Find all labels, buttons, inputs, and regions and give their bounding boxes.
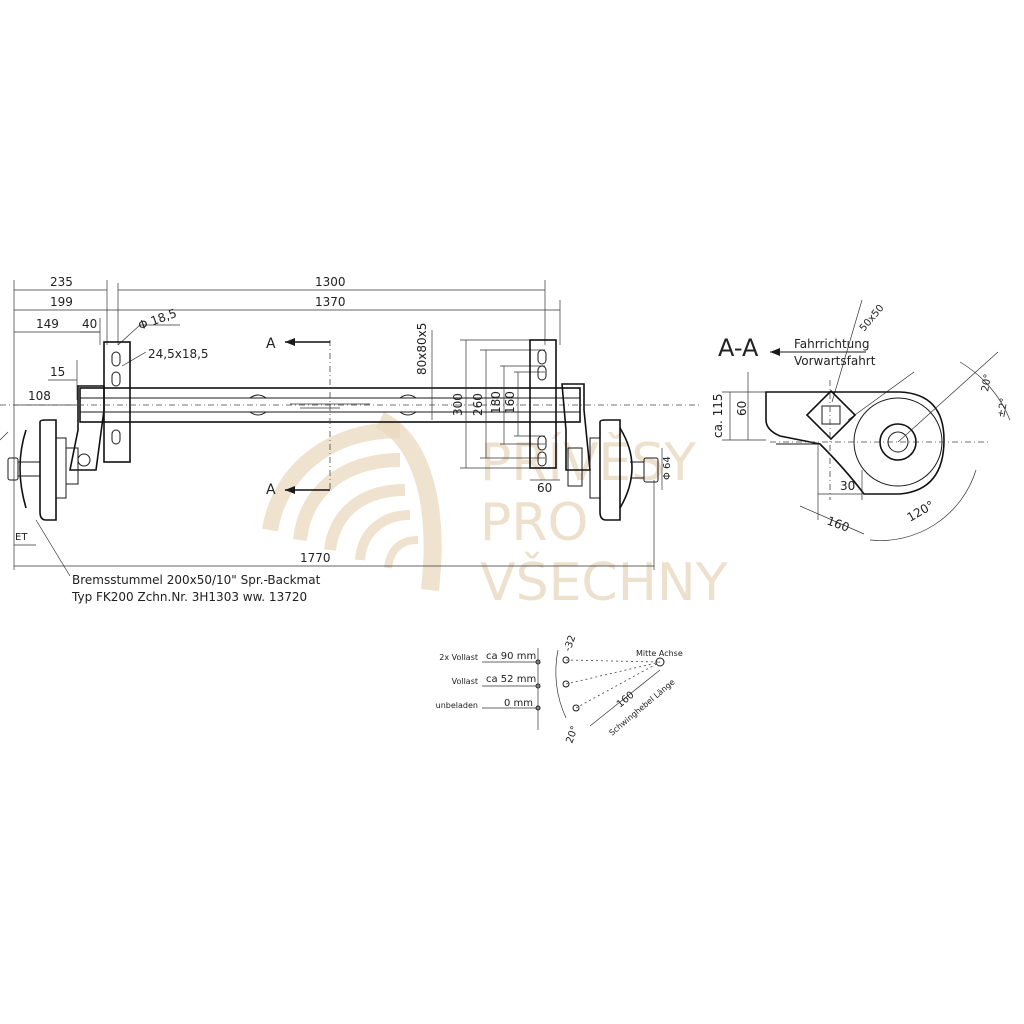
dim-199: 199 xyxy=(50,295,73,309)
load-row1-label: 2x Vollast xyxy=(439,653,478,662)
section-title: A-A xyxy=(718,334,759,362)
front-view: 235 1300 199 1370 149 40 15 108 1770 ET … xyxy=(0,275,700,604)
angle-120: 120° xyxy=(905,498,937,525)
dim-300: 300 xyxy=(451,393,465,416)
dim-260: 260 xyxy=(471,393,485,416)
arm-label: Schwinghebel Länge xyxy=(608,677,677,737)
load-row1-value: ca 90 mm xyxy=(486,651,536,662)
dim-108: 108 xyxy=(28,389,51,403)
dim-180: 180 xyxy=(489,391,503,414)
dim-slot: 24,5x18,5 xyxy=(148,347,209,361)
direction-line1: Fahrrichtung xyxy=(794,337,870,351)
dim-tube: 80x80x5 xyxy=(415,323,429,375)
direction-line2: Vorwartsfahrt xyxy=(794,354,876,368)
left-wheel-hub xyxy=(0,419,67,521)
angle-bottom: 20° xyxy=(564,725,580,745)
dim-sec-160: 160 xyxy=(825,514,851,535)
angle-pm2: ±2° xyxy=(996,397,1010,418)
dim-149: 149 xyxy=(36,317,59,331)
load-row3-value: 0 mm xyxy=(504,698,533,709)
extension-lines xyxy=(13,280,655,570)
center-label: Mitte Achse xyxy=(636,649,683,658)
load-row2-label: Vollast xyxy=(452,677,478,686)
section-mark-a-bottom: A xyxy=(266,482,276,498)
angle-arc-120 xyxy=(869,469,977,541)
angle-top: -32 xyxy=(562,634,578,653)
section-mark-a-top: A xyxy=(266,336,276,352)
left-spring-bracket xyxy=(65,341,131,485)
dim-15: 15 xyxy=(50,365,65,379)
dim-50x50-leader xyxy=(831,299,863,403)
watermark-line2: PRO xyxy=(480,493,588,553)
right-wheel-hub xyxy=(589,419,663,521)
trailing-arm xyxy=(765,380,990,500)
angle-arc-20 xyxy=(959,361,1011,421)
slot-leader xyxy=(121,351,147,367)
note-leader xyxy=(35,519,71,577)
dim-ca115: ca. 115 xyxy=(711,394,725,438)
watermark-line3: VŠECHNY xyxy=(480,551,728,613)
section-line-a: A A xyxy=(266,336,331,498)
angle-20: 20° xyxy=(980,373,994,392)
dim-60: 60 xyxy=(537,481,552,495)
dim-160: 160 xyxy=(503,391,517,414)
section-view: A-A Fahrrichtung Vorwartsfahrt 50x50 60 … xyxy=(711,299,1011,541)
dim-stub-dia: Φ 64 xyxy=(662,456,673,480)
watermark-logo-arcs xyxy=(262,411,442,591)
right-bracket-dims xyxy=(460,339,545,469)
watermark-line1: PRÍVĚSY xyxy=(480,432,696,493)
watermark: PRÍVĚSY PRO VŠECHNY xyxy=(262,411,728,613)
dim-et: ET xyxy=(15,532,28,543)
load-row2-value: ca 52 mm xyxy=(486,674,536,685)
dim-sec-30: 30 xyxy=(840,479,855,493)
load-row3-label: unbeladen xyxy=(436,701,478,710)
note-line1: Bremsstummel 200x50/10" Spr.-Backmat xyxy=(72,573,321,587)
axle-tube xyxy=(0,387,700,423)
dim-235: 235 xyxy=(50,275,73,289)
dim-50x50: 50x50 xyxy=(858,303,887,334)
arm-length: 160 xyxy=(615,690,637,711)
dim-1300: 1300 xyxy=(315,275,346,289)
dim-sec-60: 60 xyxy=(735,401,749,416)
note-line2: Typ FK200 Zchn.Nr. 3H1303 ww. 13720 xyxy=(71,590,307,604)
dim-1370: 1370 xyxy=(315,295,346,309)
dim-160-line xyxy=(799,505,865,535)
load-diagram: 2x Vollast ca 90 mm Vollast ca 52 mm unb… xyxy=(436,634,683,745)
dim-1770: 1770 xyxy=(300,551,331,565)
dim-40: 40 xyxy=(82,317,97,331)
